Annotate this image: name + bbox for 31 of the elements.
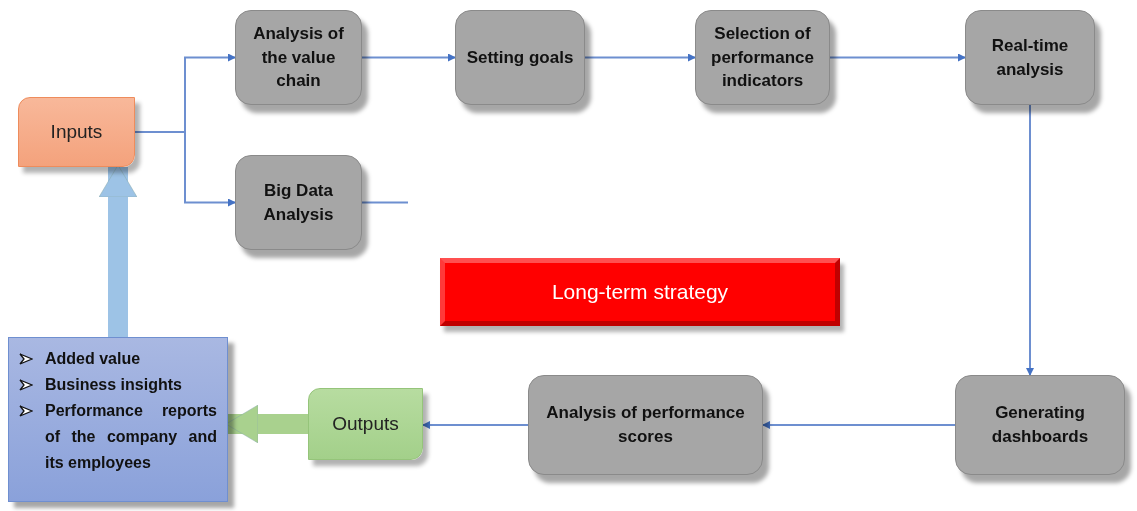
node-label: Inputs [50, 121, 103, 143]
block-arrow [98, 164, 138, 337]
process-box [528, 375, 763, 475]
process-box [965, 10, 1095, 105]
node-label: Real-time analysis [990, 34, 1070, 81]
strategy-banner [440, 258, 840, 326]
connector-arrow [1026, 104, 1034, 376]
process-box [695, 10, 830, 105]
connector-arrow [422, 421, 529, 429]
node-label: Selection of performance indicators [710, 22, 815, 93]
node-label: Long-term strategy [551, 280, 729, 304]
input-box [18, 97, 135, 167]
node-label: Generating dashboards [990, 402, 1090, 448]
process-box [955, 375, 1125, 475]
connector-arrow [361, 53, 456, 62]
node-label: Setting goals [466, 46, 574, 69]
output-box [308, 388, 423, 460]
node-label: Analysis of performance scores [545, 402, 746, 448]
results-box [8, 337, 228, 502]
process-box [235, 155, 362, 250]
node-label: Analysis of the value chain [252, 22, 345, 93]
node-label: Big Data Analysis [262, 179, 335, 226]
process-box [235, 10, 362, 105]
connector-arrow [829, 53, 966, 62]
list-item: Performance reports of the company and its employees [45, 401, 217, 473]
process-box [455, 10, 585, 105]
node-label: Outputs [332, 413, 399, 435]
list-item: Business insights [45, 375, 183, 395]
list-item: Added value [45, 349, 142, 369]
connector-arrow [762, 421, 956, 429]
connector-arrow [584, 53, 696, 62]
